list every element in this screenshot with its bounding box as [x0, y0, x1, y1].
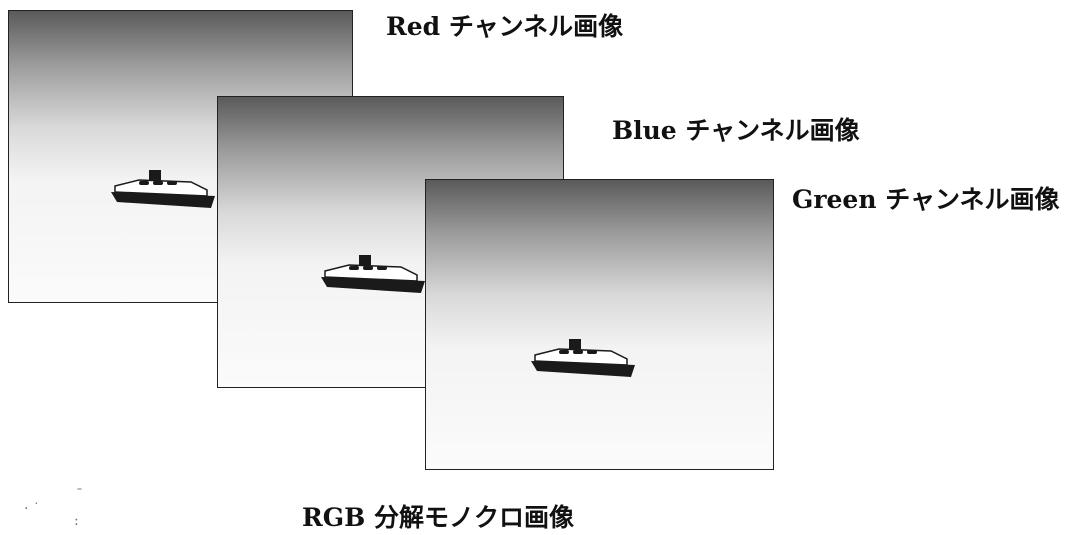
scan-speck: ˉ [76, 487, 83, 503]
scan-speck: : [74, 513, 79, 529]
green-channel-image [425, 179, 774, 470]
ship-icon [111, 170, 215, 208]
scan-speck: · ˙ [24, 501, 40, 517]
ship-icon [321, 255, 425, 293]
ship-icon [531, 339, 635, 377]
green-channel-label: Green チャンネル画像 [792, 185, 1060, 214]
red-channel-label: Red チャンネル画像 [386, 12, 624, 41]
caption: RGB 分解モノクロ画像 [302, 503, 574, 532]
blue-channel-label: Blue チャンネル画像 [612, 116, 860, 145]
